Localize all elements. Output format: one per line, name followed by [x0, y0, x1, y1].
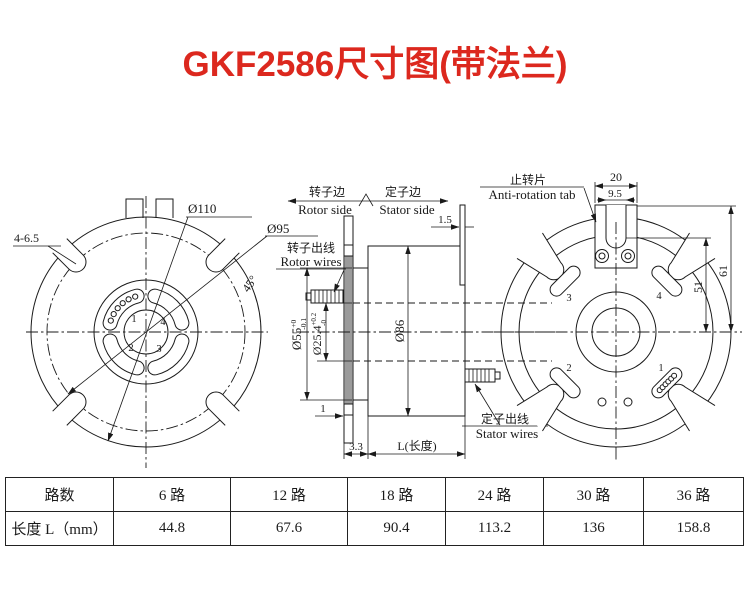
- dim-bore-diameter: Ø25.4+0.2-0: [310, 312, 328, 355]
- table-value-row: 长度 L（mm） 44.8 67.6 90.4 113.2 136 158.8: [5, 511, 744, 546]
- front-outer-diameter-label: Ø110: [188, 201, 216, 216]
- front-tab-right: [155, 198, 174, 218]
- table-header-30: 30 路: [543, 477, 644, 512]
- stator-wires-connector: [464, 368, 501, 383]
- side-body: [367, 245, 466, 417]
- rotor-side-label-cn: 转子边: [309, 184, 345, 199]
- front-ring-3-label: 3: [156, 344, 161, 355]
- front-outer-circle: [30, 216, 262, 448]
- back-hole-left: [597, 397, 607, 407]
- front-wire-holes: [107, 293, 139, 324]
- anti-rotation-label-cn: 止转片: [510, 172, 546, 187]
- table-header-36: 36 路: [643, 477, 744, 512]
- side-split-caret: [358, 193, 374, 207]
- dim-hub-diameter: Ø55+0-0.1: [289, 318, 308, 350]
- dim-body-diameter: Ø86: [392, 319, 407, 342]
- back-hole-right: [623, 397, 633, 407]
- front-view: 1 4 2 3 Ø110 Ø95 4-6.5 45°: [13, 196, 318, 468]
- stator-wires-label-cn: 定子出线: [481, 411, 529, 426]
- stator-side-label-cn: 定子边: [385, 184, 421, 199]
- front-hole-callout-leader: [47, 245, 77, 265]
- length-table: 路数 6 路 12 路 18 路 24 路 30 路 36 路 长度 L（mm）…: [5, 477, 744, 546]
- front-dia95-leader: [67, 235, 268, 395]
- side-hub: [352, 267, 369, 401]
- table-length-24: 113.2: [445, 511, 544, 546]
- dimension-drawing: 1 4 2 3 Ø110 Ø95 4-6.5 45°: [13, 170, 742, 468]
- side-flange-plate-section: [344, 256, 353, 404]
- table-length-18: 90.4: [347, 511, 446, 546]
- page-title: GKF2586尺寸图(带法兰): [182, 45, 568, 84]
- anti-rotation-leader: [583, 187, 597, 223]
- table-row-label: 长度 L（mm）: [5, 511, 114, 546]
- dim-flange-offset: 3.3: [349, 441, 363, 453]
- front-angle-label: 45°: [239, 273, 260, 295]
- back-tab-screws: [595, 249, 635, 263]
- rotor-wires-connector: [305, 289, 344, 304]
- back-ring-4-label: 4: [656, 291, 662, 302]
- table-header-row: 路数 6 路 12 路 18 路 24 路 30 路 36 路: [5, 477, 744, 512]
- side-view: 转子边 Rotor side 定子边 Stator side 转子出线 Roto…: [276, 184, 558, 459]
- dim-tab-width: 20: [610, 170, 622, 184]
- front-ring-1-label: 1: [131, 314, 136, 325]
- front-bolt-circle: [46, 232, 246, 432]
- rotor-side-label-en: Rotor side: [298, 202, 352, 217]
- table-length-30: 136: [543, 511, 644, 546]
- dim-step: 1: [320, 403, 326, 415]
- table-header-circuits: 路数: [5, 477, 114, 512]
- stator-side-label-en: Stator side: [379, 202, 434, 217]
- rotor-wires-label-cn: 转子出线: [287, 240, 335, 255]
- table-length-36: 158.8: [643, 511, 744, 546]
- front-bore-circle: [123, 309, 169, 355]
- back-ring-1-label: 1: [658, 363, 663, 374]
- front-ring-4-label: 4: [160, 317, 166, 328]
- dim-tab-slot-width: 9.5: [608, 188, 622, 200]
- back-view: 3 4 2 1 止转片 Anti-rotation tab 20 9.5: [480, 170, 742, 460]
- table-header-6: 6 路: [113, 477, 231, 512]
- dim-51: 51: [691, 281, 705, 293]
- table-length-6: 44.8: [113, 511, 231, 546]
- back-ring-3-label: 3: [566, 293, 571, 304]
- front-ring-2-label: 2: [128, 343, 133, 354]
- front-notch-sw: [52, 391, 87, 426]
- front-dia110-leader: [107, 216, 189, 442]
- back-ring-2-label: 2: [566, 363, 571, 374]
- dim-61: 61: [716, 265, 730, 277]
- rotor-wires-label-en: Rotor wires: [280, 254, 341, 269]
- table-length-12: 67.6: [230, 511, 348, 546]
- table-header-24: 24 路: [445, 477, 544, 512]
- front-notch-ne: [205, 238, 240, 273]
- front-bolt-circle-diameter-label: Ø95: [267, 221, 289, 236]
- front-hub-circle: [93, 279, 199, 385]
- stator-wires-leader: [474, 383, 501, 426]
- front-notch-se: [205, 391, 240, 426]
- front-hole-callout-label: 4-6.5: [14, 231, 39, 245]
- rotor-wires-leader: [333, 269, 345, 293]
- front-arc-slots: [102, 288, 190, 376]
- dim-length-label: L(长度): [397, 438, 436, 453]
- front-tab-left: [125, 198, 144, 218]
- back-wire-holes: [656, 372, 678, 394]
- table-header-18: 18 路: [347, 477, 446, 512]
- anti-rotation-label-en: Anti-rotation tab: [488, 187, 575, 202]
- table-header-12: 12 路: [230, 477, 348, 512]
- stator-wires-label-en: Stator wires: [476, 426, 538, 441]
- front-notch-nw: [52, 238, 87, 273]
- side-anti-rotation-tab: [459, 204, 466, 286]
- dim-tab-thickness: 1.5: [438, 214, 452, 226]
